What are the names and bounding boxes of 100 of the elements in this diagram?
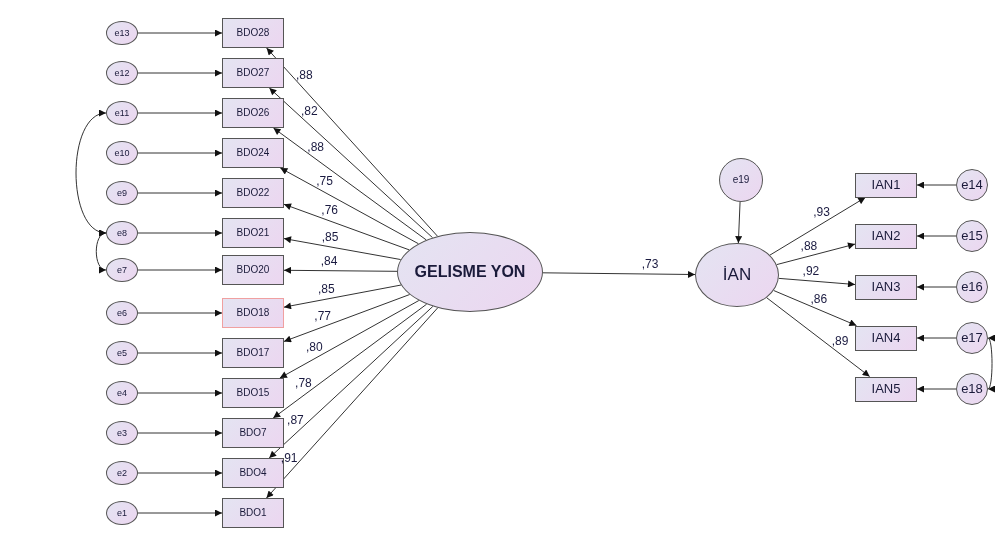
variable-ellipse bbox=[956, 322, 988, 354]
node-label: e12 bbox=[114, 67, 130, 79]
variable-ellipse bbox=[106, 21, 138, 45]
variable-ellipse bbox=[956, 373, 988, 405]
node-label: e7 bbox=[117, 264, 127, 276]
arrow bbox=[283, 266, 398, 274]
node-label: e6 bbox=[117, 307, 127, 319]
arrow bbox=[735, 201, 743, 244]
edge-label: ,73 bbox=[640, 257, 660, 271]
node-label: e8 bbox=[117, 227, 127, 239]
edge-label: ,93 bbox=[812, 205, 831, 220]
covariance-arrow bbox=[75, 111, 107, 235]
indicator-box bbox=[855, 223, 917, 249]
arrow bbox=[283, 203, 410, 251]
arrow bbox=[137, 149, 223, 157]
node-label: BDO18 bbox=[236, 307, 270, 319]
edge-label: ,89 bbox=[830, 334, 850, 349]
indicator-box bbox=[222, 498, 284, 528]
variable-ellipse bbox=[397, 232, 543, 312]
arrow bbox=[137, 509, 223, 517]
edge-label: ,91 bbox=[279, 450, 299, 465]
variable-ellipse bbox=[106, 341, 138, 365]
arrow bbox=[778, 277, 856, 288]
node-label: BDO26 bbox=[236, 107, 270, 119]
arrow bbox=[916, 283, 957, 291]
edge-label: ,85 bbox=[317, 281, 336, 296]
node-label: GELISME YON bbox=[414, 262, 526, 282]
variable-ellipse bbox=[106, 381, 138, 405]
variable-ellipse bbox=[106, 258, 138, 282]
indicator-box bbox=[222, 458, 284, 488]
node-label: e16 bbox=[961, 279, 983, 295]
variable-ellipse bbox=[106, 501, 138, 525]
node-label: IAN3 bbox=[871, 279, 901, 295]
indicator-box bbox=[222, 178, 284, 208]
variable-ellipse bbox=[956, 220, 988, 252]
node-label: e11 bbox=[114, 107, 130, 119]
arrow bbox=[266, 47, 438, 237]
indicator-box bbox=[222, 18, 284, 48]
node-label: e19 bbox=[732, 174, 750, 186]
node-label: İAN bbox=[722, 265, 752, 285]
arrow bbox=[137, 349, 223, 357]
node-label: BDO28 bbox=[236, 27, 270, 39]
arrow bbox=[279, 167, 419, 245]
variable-ellipse bbox=[106, 61, 138, 85]
node-label: e5 bbox=[117, 347, 127, 359]
indicator-box bbox=[222, 418, 284, 448]
node-label: IAN1 bbox=[871, 177, 901, 193]
variable-ellipse bbox=[956, 271, 988, 303]
arrow bbox=[137, 29, 223, 37]
node-label: e1 bbox=[117, 507, 127, 519]
arrow bbox=[137, 469, 223, 477]
node-label: BDO1 bbox=[239, 507, 267, 519]
arrow bbox=[916, 181, 957, 189]
variable-ellipse bbox=[106, 221, 138, 245]
arrow bbox=[268, 87, 434, 239]
edge-label: ,84 bbox=[319, 253, 339, 268]
arrow bbox=[283, 236, 402, 261]
variable-ellipse bbox=[106, 181, 138, 205]
edge-label: ,82 bbox=[299, 104, 319, 119]
indicator-box bbox=[222, 255, 284, 285]
node-label: BDO22 bbox=[236, 187, 270, 199]
indicator-box bbox=[855, 325, 917, 351]
arrow bbox=[268, 305, 434, 459]
arrow bbox=[776, 242, 856, 266]
arrow bbox=[272, 303, 428, 419]
arrow bbox=[283, 284, 402, 310]
node-label: e18 bbox=[961, 381, 983, 397]
arrow bbox=[137, 69, 223, 77]
node-label: BDO20 bbox=[236, 264, 270, 276]
node-label: BDO17 bbox=[236, 347, 270, 359]
variable-ellipse bbox=[956, 169, 988, 201]
arrow bbox=[137, 389, 223, 397]
node-label: e9 bbox=[117, 187, 127, 199]
indicator-box bbox=[222, 378, 284, 408]
arrow bbox=[766, 297, 871, 377]
edge-label: ,88 bbox=[306, 139, 325, 154]
node-label: e15 bbox=[961, 228, 983, 244]
arrow bbox=[916, 232, 957, 240]
node-label: e14 bbox=[961, 177, 983, 193]
arrow bbox=[137, 229, 223, 237]
node-label: e2 bbox=[117, 467, 127, 479]
variable-ellipse bbox=[106, 461, 138, 485]
indicator-box bbox=[855, 274, 917, 300]
arrow bbox=[916, 385, 957, 393]
arrow bbox=[137, 309, 223, 317]
edge-label: ,88 bbox=[799, 238, 819, 253]
arrow bbox=[137, 266, 223, 274]
covariance-arrow bbox=[95, 231, 107, 272]
variable-ellipse bbox=[106, 301, 138, 325]
covariance-arrow bbox=[987, 337, 996, 390]
indicator-box bbox=[855, 172, 917, 198]
indicator-box bbox=[222, 98, 284, 128]
arrow bbox=[272, 127, 427, 241]
node-label: e4 bbox=[117, 387, 127, 399]
arrow bbox=[279, 300, 420, 379]
indicator-box bbox=[222, 218, 284, 248]
edge-label: ,80 bbox=[305, 340, 324, 355]
node-label: BDO21 bbox=[236, 227, 270, 239]
node-label: BDO24 bbox=[236, 147, 270, 159]
arrow bbox=[266, 307, 439, 499]
